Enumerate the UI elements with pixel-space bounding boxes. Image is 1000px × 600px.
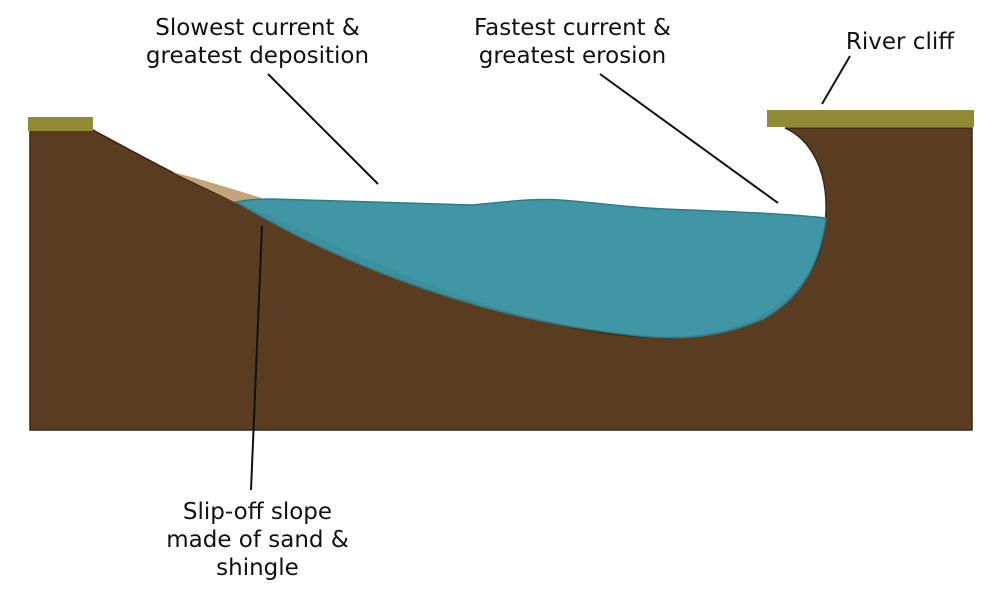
river-water <box>233 198 827 339</box>
label-slip-off-slope: Slip-off slope made of sand & shingle <box>120 498 395 582</box>
label-fastest-current: Fastest current & greatest erosion <box>450 14 695 70</box>
pointer-line-cliff <box>821 55 851 105</box>
label-cliff-line-1: River cliff <box>845 29 955 55</box>
pointer-line-slowest <box>267 73 379 185</box>
label-slipoff-line-2: made of sand & <box>166 527 349 553</box>
grass-bank-right <box>767 110 974 127</box>
label-slipoff-line-3: shingle <box>216 555 299 581</box>
slip-off-sand-deposit <box>172 172 262 204</box>
label-fastest-line-1: Fastest current & <box>474 15 671 41</box>
label-slowest-line-2: greatest deposition <box>145 43 370 69</box>
pointer-line-slipoff <box>250 225 263 491</box>
label-slipoff-line-1: Slip-off slope <box>182 499 333 525</box>
label-river-cliff: River cliff <box>835 28 965 56</box>
pointer-line-fastest <box>599 73 779 204</box>
label-slowest-line-1: Slowest current & <box>155 15 360 41</box>
label-fastest-line-2: greatest erosion <box>478 43 667 69</box>
label-slowest-current: Slowest current & greatest deposition <box>125 14 390 70</box>
grass-bank-left <box>28 117 93 131</box>
